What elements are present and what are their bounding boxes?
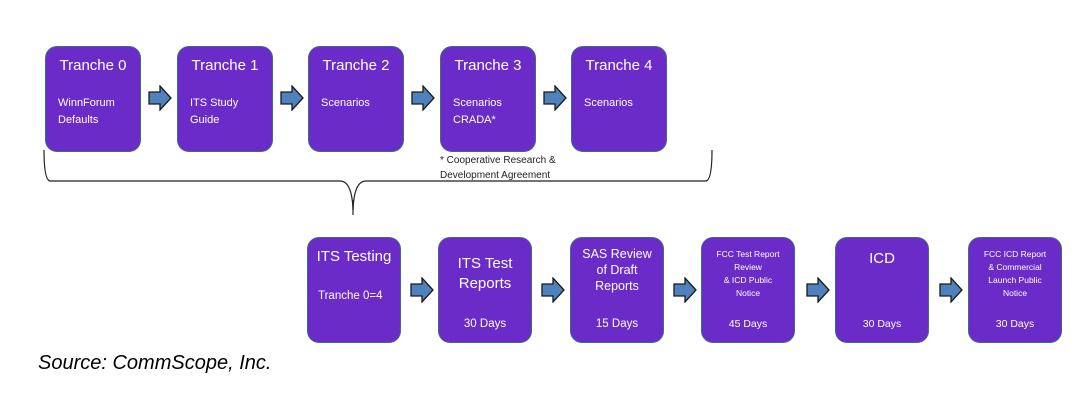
- title-line: Review: [734, 262, 762, 272]
- crada-footnote: * Cooperative Research & Development Agr…: [440, 153, 556, 183]
- right-arrow-icon: [543, 85, 567, 111]
- tranche-2-box: Tranche 2 Scenarios: [308, 46, 404, 152]
- title-line: Launch Public: [988, 275, 1042, 285]
- source-caption: Source: CommScope, Inc.: [38, 352, 272, 374]
- right-arrow-icon: [939, 277, 963, 303]
- duration-label: 45 Days: [728, 318, 768, 330]
- box-title: ITS Testing: [316, 248, 392, 265]
- box-description: ITS Study Guide: [190, 95, 266, 129]
- duration-label: 30 Days: [463, 318, 507, 330]
- title-line: Notice: [735, 288, 761, 298]
- desc-line: ITS Study: [190, 97, 239, 109]
- title-line: ICD: [869, 250, 895, 267]
- title-line: ITS Test: [457, 255, 513, 272]
- sas-review-box: SAS Review of Draft Reports 15 Days: [570, 237, 664, 343]
- desc-line: Scenarios: [584, 97, 633, 109]
- title-line: Reports: [458, 275, 512, 292]
- box-title: Tranche 1: [191, 57, 259, 74]
- title-line: & Commercial: [988, 262, 1042, 272]
- right-arrow-icon: [411, 85, 435, 111]
- title-line: SAS Review: [582, 247, 652, 261]
- title-line: Reports: [595, 279, 639, 293]
- duration-label: 30 Days: [862, 318, 902, 330]
- box-title: Tranche 2: [322, 57, 390, 74]
- box-title: Tranche 4: [585, 57, 653, 74]
- title-line: FCC ICD Report: [983, 249, 1047, 259]
- icd-box: ICD 30 Days: [835, 237, 929, 343]
- tranche-3-box: Tranche 3 Scenarios CRADA*: [440, 46, 536, 152]
- right-arrow-icon: [410, 277, 434, 303]
- right-arrow-icon: [148, 85, 172, 111]
- title-line: FCC Test Report: [716, 249, 780, 259]
- box-title: FCC ICD Report & Commercial Launch Publi…: [969, 248, 1061, 300]
- title-line: & ICD Public: [723, 275, 773, 285]
- desc-line: CRADA*: [453, 114, 496, 126]
- tranche-4-box: Tranche 4 Scenarios: [571, 46, 667, 152]
- right-arrow-icon: [280, 85, 304, 111]
- box-description: Scenarios: [321, 95, 397, 112]
- fcc-test-report-review-box: FCC Test Report Review & ICD Public Noti…: [701, 237, 795, 343]
- tranche-1-box: Tranche 1 ITS Study Guide: [177, 46, 273, 152]
- its-test-reports-box: ITS Test Reports 30 Days: [438, 237, 532, 343]
- fcc-icd-report-box: FCC ICD Report & Commercial Launch Publi…: [968, 237, 1062, 343]
- duration-label: 15 Days: [595, 318, 639, 330]
- box-title: ICD: [836, 250, 928, 267]
- right-arrow-icon: [806, 277, 830, 303]
- desc-line: Scenarios: [321, 97, 370, 109]
- box-description: Scenarios CRADA*: [453, 95, 529, 129]
- desc-line: WinnForum: [58, 97, 115, 109]
- box-title: ITS Test Reports: [439, 254, 531, 294]
- duration-label: 30 Days: [995, 318, 1035, 330]
- desc-line: Guide: [190, 114, 220, 126]
- box-title: Tranche 0: [59, 57, 127, 74]
- tranche-0-box: Tranche 0 WinnForum Defaults: [45, 46, 141, 152]
- footnote-line: * Cooperative Research &: [440, 155, 556, 166]
- right-arrow-icon: [541, 277, 565, 303]
- title-line: of Draft: [596, 263, 638, 277]
- footnote-line: Development Agreement: [440, 170, 551, 181]
- desc-line: Defaults: [58, 114, 99, 126]
- its-testing-box: ITS Testing Tranche 0=4: [307, 237, 401, 343]
- box-description: Tranche 0=4: [318, 290, 383, 302]
- box-description: WinnForum Defaults: [58, 95, 134, 129]
- box-title: Tranche 3: [454, 57, 522, 74]
- box-title: SAS Review of Draft Reports: [571, 246, 663, 294]
- desc-line: Scenarios: [453, 97, 502, 109]
- title-line: Notice: [1002, 288, 1028, 298]
- right-arrow-icon: [673, 277, 697, 303]
- box-title: FCC Test Report Review & ICD Public Noti…: [702, 248, 794, 300]
- box-description: Scenarios: [584, 95, 660, 112]
